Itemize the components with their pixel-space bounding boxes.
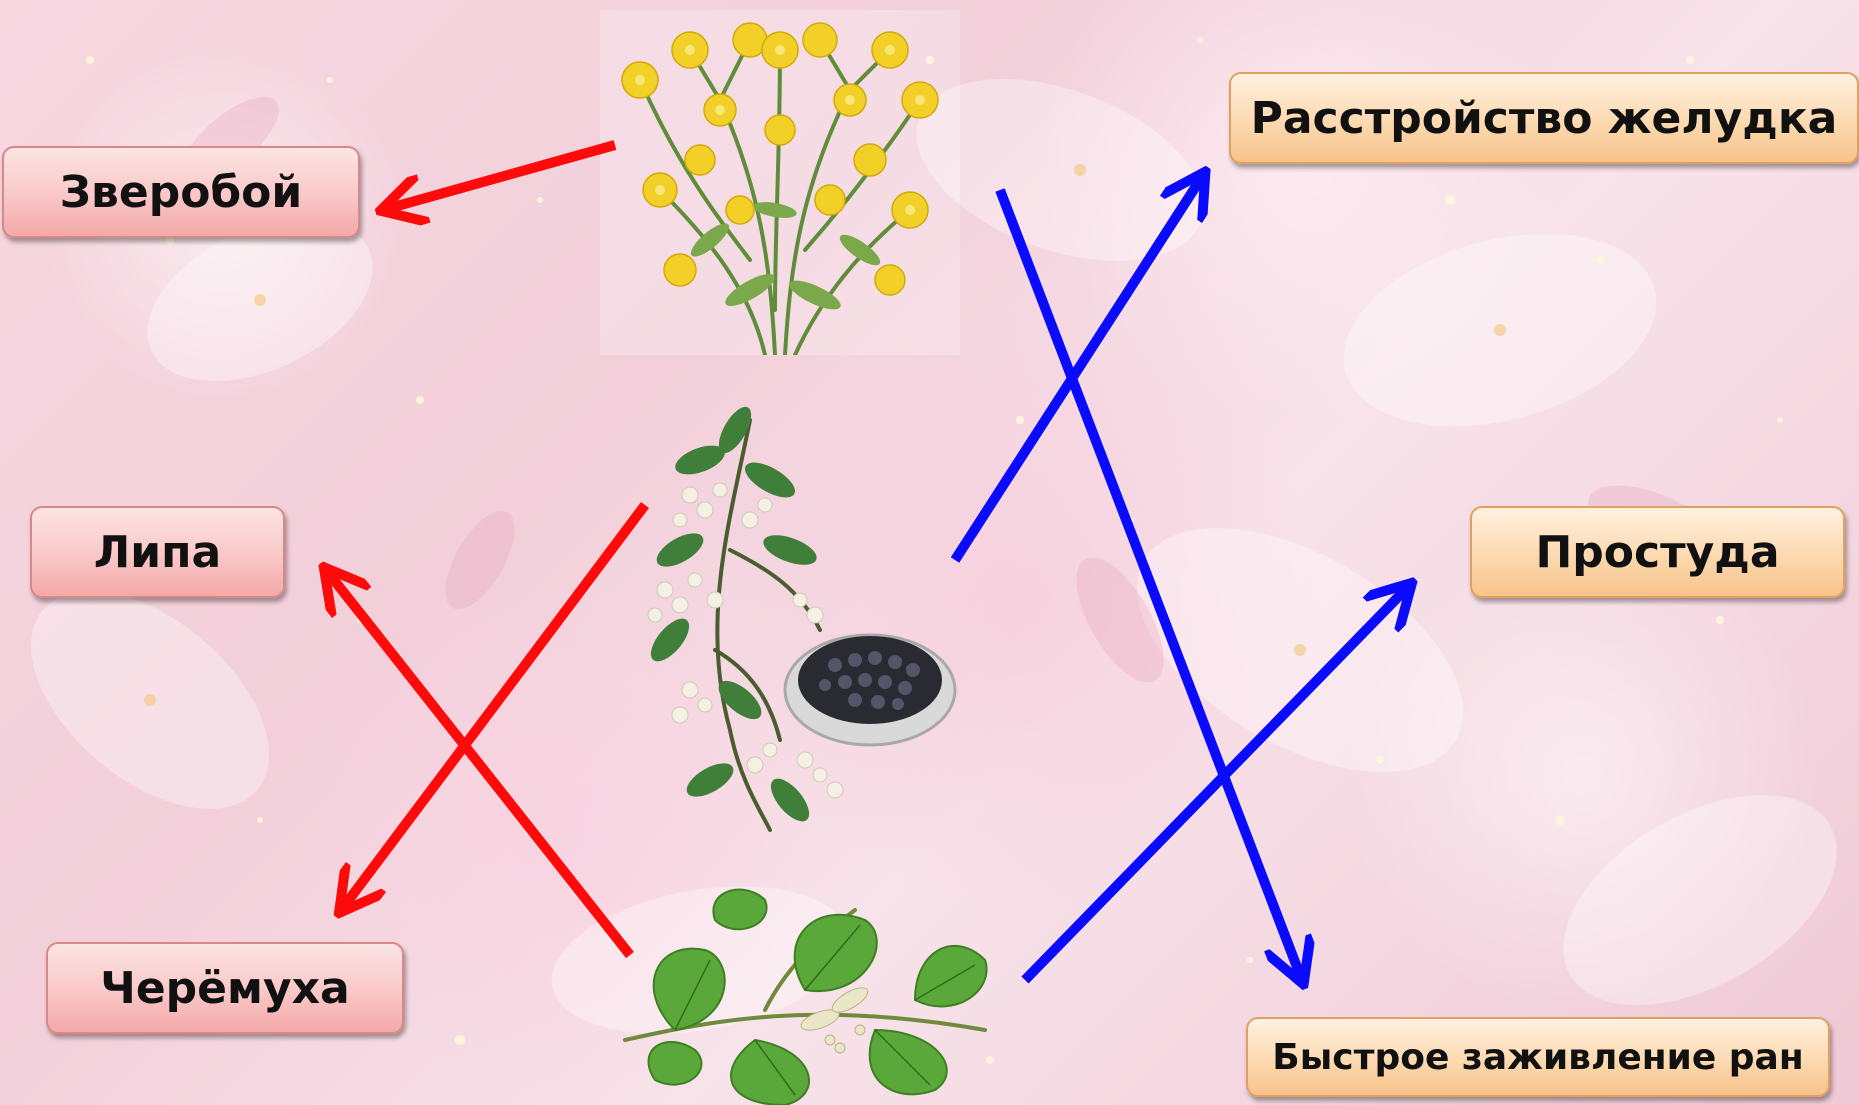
blue-arrow-bird-cherry-to-stomach	[955, 180, 1200, 560]
blue-arrow-linden-to-cold	[1025, 590, 1405, 980]
red-arrow-linden-to-lipa	[330, 575, 630, 955]
label-stomach-upset[interactable]: Расстройство желудка	[1229, 72, 1859, 164]
red-arrow-hypericum-to-zveroboy	[390, 145, 615, 208]
label-cold[interactable]: Простуда	[1470, 506, 1845, 598]
red-arrow-bird-cherry-to-cheryomukha	[345, 505, 645, 905]
label-zveroboy[interactable]: Зверобой	[2, 146, 360, 238]
label-cheryomukha[interactable]: Черёмуха	[46, 942, 404, 1034]
label-lipa[interactable]: Липа	[30, 506, 285, 598]
label-wound-healing[interactable]: Быстрое заживление ран	[1246, 1017, 1830, 1097]
